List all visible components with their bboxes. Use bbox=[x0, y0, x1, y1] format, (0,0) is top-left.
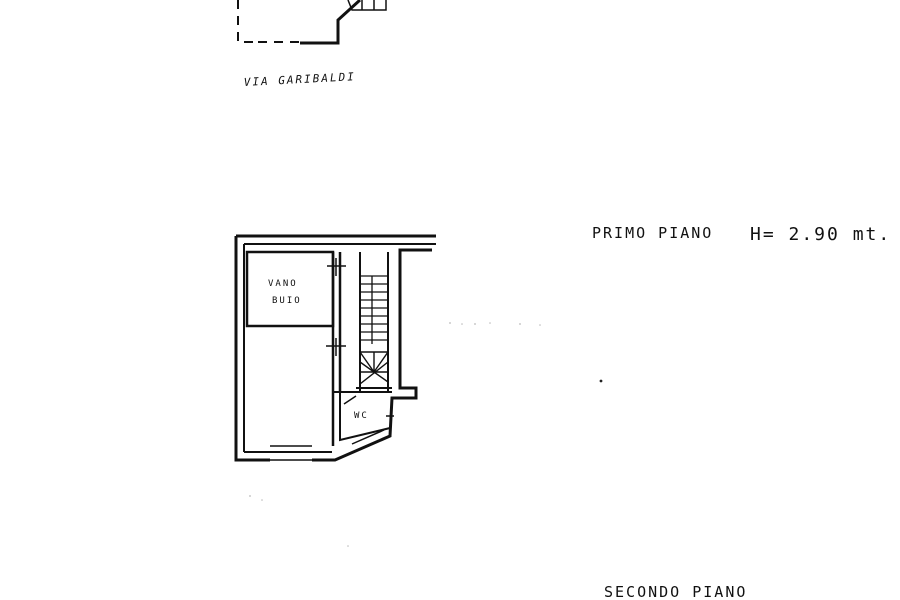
room-label-line2: BUIO bbox=[272, 296, 302, 306]
solid-wall-bottom bbox=[300, 0, 362, 45]
wc-window bbox=[351, 429, 385, 445]
scan-speckles bbox=[249, 322, 603, 547]
second-floor-label: SECONDO PIANO bbox=[604, 583, 747, 600]
partition-wall bbox=[331, 252, 342, 446]
door-tick-upper bbox=[327, 258, 346, 276]
window-bottom bbox=[270, 445, 312, 461]
stair-walls bbox=[359, 252, 389, 392]
stair-treads bbox=[360, 275, 388, 344]
outer-wall bbox=[234, 234, 436, 462]
wc-walls bbox=[333, 391, 392, 442]
stair-fragment bbox=[347, 0, 387, 11]
door-tick-lower bbox=[326, 338, 346, 356]
room-label-line1: VANO bbox=[268, 279, 298, 289]
first-floor-label: PRIMO PIANO bbox=[592, 224, 713, 242]
wc-label: WC bbox=[354, 411, 369, 421]
stair-winders bbox=[356, 351, 392, 389]
wc-door bbox=[343, 395, 394, 417]
street-label: VIA GARIBALDI bbox=[243, 70, 356, 89]
height-note: H= 2.90 mt. bbox=[750, 224, 891, 245]
upper-floor-fragment bbox=[237, 0, 387, 45]
room-vano-buio bbox=[245, 250, 335, 328]
dashed-wall bbox=[237, 0, 258, 43]
first-floor-plan bbox=[234, 234, 436, 462]
